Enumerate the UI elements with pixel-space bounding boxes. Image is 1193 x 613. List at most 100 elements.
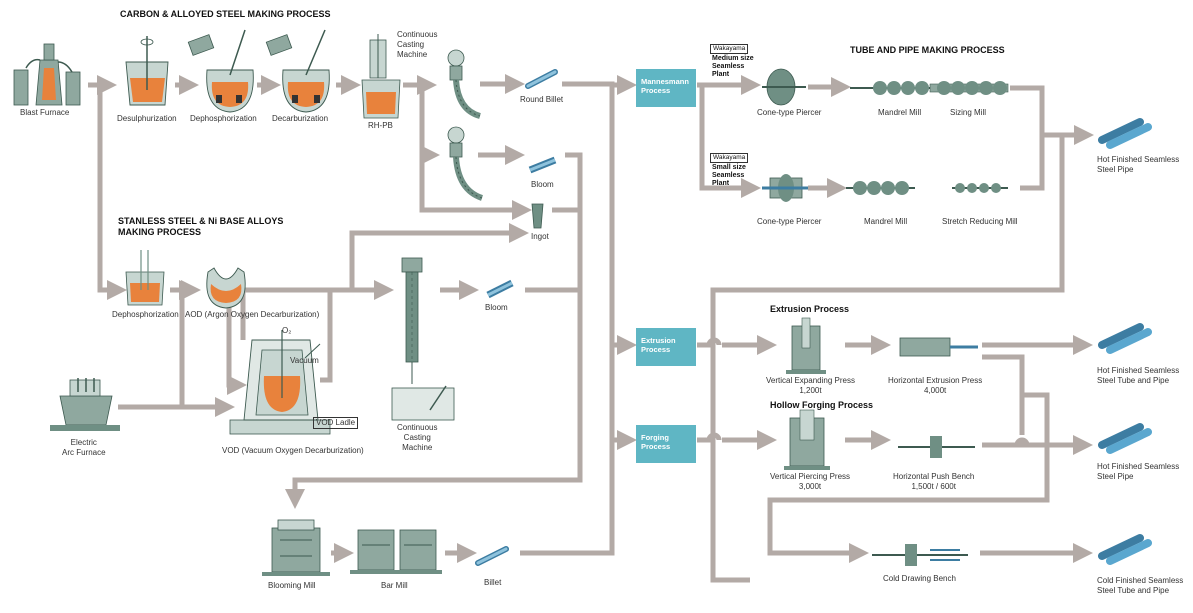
label-cone-piercer-2: Cone-type Piercer bbox=[757, 217, 822, 226]
label-hot-pipe-1: Hot Finished Seamless Steel Pipe bbox=[1097, 155, 1180, 174]
arrow-vod-back bbox=[320, 290, 333, 383]
arrow-eaf-to-aod bbox=[178, 280, 199, 407]
arrow-to-dephos2 bbox=[97, 85, 127, 300]
continuous-caster-bottom-icon bbox=[391, 257, 455, 421]
label-hot-pipe-2: Hot Finished Seamless Steel Pipe bbox=[1097, 462, 1180, 481]
mannesmann-process-box: Mannesmann Process bbox=[636, 69, 696, 107]
label-eaf: Electric Arc Furnace bbox=[62, 438, 106, 457]
rh-pb-icon bbox=[361, 34, 401, 119]
vertical-piercing-press-icon bbox=[784, 409, 830, 470]
arrow-to-ingot2 bbox=[349, 223, 529, 290]
decarburization-icon bbox=[265, 29, 330, 113]
continuous-caster-top-icon bbox=[447, 49, 481, 119]
label-vertical-expanding-press: Vertical Expanding Press 1,200t bbox=[766, 376, 855, 395]
label-aod: AOD (Argon Oxygen Decarburization) bbox=[185, 310, 320, 319]
label-decarburization: Decarburization bbox=[272, 114, 329, 123]
label-sizing-mill: Sizing Mill bbox=[950, 108, 987, 117]
desulphurization-icon bbox=[125, 36, 169, 106]
horizontal-push-bench-icon bbox=[898, 436, 975, 458]
vod-vessel-icon bbox=[229, 330, 331, 435]
trunk-top bbox=[565, 152, 583, 290]
arrow-to-blooming-mill bbox=[285, 287, 583, 509]
aod-converter-icon bbox=[206, 267, 246, 309]
arrow-to-hot-pipe1 bbox=[1010, 85, 1094, 145]
label-horizontal-push-bench: Horizontal Push Bench 1,500t / 600t bbox=[893, 472, 975, 491]
stretch-reducing-mill-icon bbox=[952, 183, 1008, 193]
ext-cross-1 bbox=[982, 354, 1025, 435]
label-blast-furnace: Blast Furnace bbox=[20, 108, 70, 117]
label-ingot: Ingot bbox=[531, 232, 549, 241]
label-blooming-mill: Blooming Mill bbox=[268, 581, 316, 590]
arrow-stretch-up bbox=[1020, 135, 1045, 191]
cold-drawing-bench-icon bbox=[872, 544, 968, 566]
cone-piercer-1-icon bbox=[762, 68, 806, 106]
label-mandrel-mill-2: Mandrel Mill bbox=[864, 217, 908, 226]
pipe-bundle-1-icon bbox=[1098, 118, 1152, 149]
label-rh-pb: RH-PB bbox=[368, 121, 393, 130]
blast-furnace-icon bbox=[13, 43, 81, 106]
dephos-ladle-icon bbox=[125, 250, 165, 306]
forging-process-box: Forging Process bbox=[636, 425, 696, 463]
vertical-expanding-press-icon bbox=[786, 317, 826, 374]
arrow-to-cone2 bbox=[699, 85, 761, 198]
label-cold-drawing-bench: Cold Drawing Bench bbox=[883, 574, 956, 583]
label-vod: VOD (Vacuum Oxygen Decarburization) bbox=[222, 446, 364, 455]
label-bloom-mid: Bloom bbox=[485, 303, 508, 312]
label-vod-ladle: VOD Ladle bbox=[313, 417, 359, 429]
loop-trunk bbox=[710, 135, 1065, 583]
label-hot-tube-pipe: Hot Finished Seamless Steel Tube and Pip… bbox=[1097, 366, 1180, 385]
extrusion-process-box: Extrusion Process bbox=[636, 328, 696, 366]
dephosphorization-icon bbox=[187, 29, 254, 113]
electric-arc-furnace-icon bbox=[50, 378, 120, 431]
bar-mill-icon bbox=[350, 529, 442, 574]
blooming-mill-icon bbox=[262, 519, 330, 576]
sizing-mill-icon bbox=[929, 81, 1009, 95]
label-bloom-top: Bloom bbox=[531, 180, 554, 189]
label-horizontal-extrusion-press: Horizontal Extrusion Press 4,000t bbox=[888, 376, 983, 395]
label-dephos-stainless: Dephosphorization bbox=[112, 310, 179, 319]
label-vacuum: Vacuum bbox=[290, 356, 319, 365]
wakayama-tag-1: Wakayama bbox=[710, 44, 749, 54]
pipe-bundle-2-icon bbox=[1098, 323, 1152, 354]
pipe-bundle-3-icon bbox=[1098, 423, 1152, 454]
label-cone-piercer-1: Cone-type Piercer bbox=[757, 108, 822, 117]
label-dephosphorization: Dephosphorization bbox=[190, 114, 257, 123]
ingot-icon bbox=[531, 203, 544, 229]
heading-hollow-forging: Hollow Forging Process bbox=[770, 400, 874, 410]
label-billet: Billet bbox=[484, 578, 502, 587]
label-cold-finished-pipe: Cold Finished Seamless Steel Tube and Pi… bbox=[1097, 576, 1184, 595]
label-o2: O₂ bbox=[282, 326, 292, 335]
label-vertical-piercing-press: Vertical Piercing Press 3,000t bbox=[770, 472, 851, 491]
label-stretch-reducing-mill: Stretch Reducing Mill bbox=[942, 217, 1018, 226]
label-cc-bottom: Continuous Casting Machine bbox=[397, 423, 438, 452]
heading-tube-pipe: TUBE AND PIPE MAKING PROCESS bbox=[850, 45, 1005, 55]
heading-carbon-steel: CARBON & ALLOYED STEEL MAKING PROCESS bbox=[120, 9, 331, 19]
label-cc-top: Continuous Casting Machine bbox=[397, 30, 438, 59]
heading-extrusion: Extrusion Process bbox=[770, 304, 850, 314]
billet-icon bbox=[475, 546, 509, 566]
flow-arrows bbox=[88, 74, 1094, 583]
trunk-main bbox=[520, 81, 615, 556]
continuous-caster-mid-icon bbox=[447, 126, 484, 201]
horizontal-extrusion-press-icon bbox=[899, 337, 978, 357]
arrow-to-ingot bbox=[419, 85, 532, 220]
arrow-to-cold-draw bbox=[767, 392, 1050, 563]
heading-stainless: STANLESS STEEL & Ni BASE ALLOYS MAKING P… bbox=[118, 216, 284, 237]
bloom-top-icon bbox=[528, 156, 557, 174]
label-mandrel-mill-1: Mandrel Mill bbox=[878, 108, 922, 117]
bloom-mid-icon bbox=[486, 279, 514, 299]
pipe-bundle-4-icon bbox=[1098, 534, 1152, 565]
small-size-plant: Small size Seamless Plant bbox=[712, 164, 746, 187]
medium-size-plant: Medium size Seamless Plant bbox=[712, 55, 754, 78]
cone-piercer-2-icon bbox=[762, 174, 808, 202]
label-desulphurization: Desulphurization bbox=[117, 114, 177, 123]
mandrel-mill-1-icon bbox=[850, 81, 930, 95]
label-bar-mill: Bar Mill bbox=[381, 581, 408, 590]
mandrel-mill-2-icon bbox=[846, 181, 915, 195]
round-billet-icon bbox=[525, 69, 558, 89]
flow-bridges bbox=[706, 337, 1030, 446]
label-round-billet: Round Billet bbox=[520, 95, 564, 104]
arrow-to-vod bbox=[226, 300, 247, 395]
wakayama-tag-2: Wakayama bbox=[710, 153, 749, 163]
